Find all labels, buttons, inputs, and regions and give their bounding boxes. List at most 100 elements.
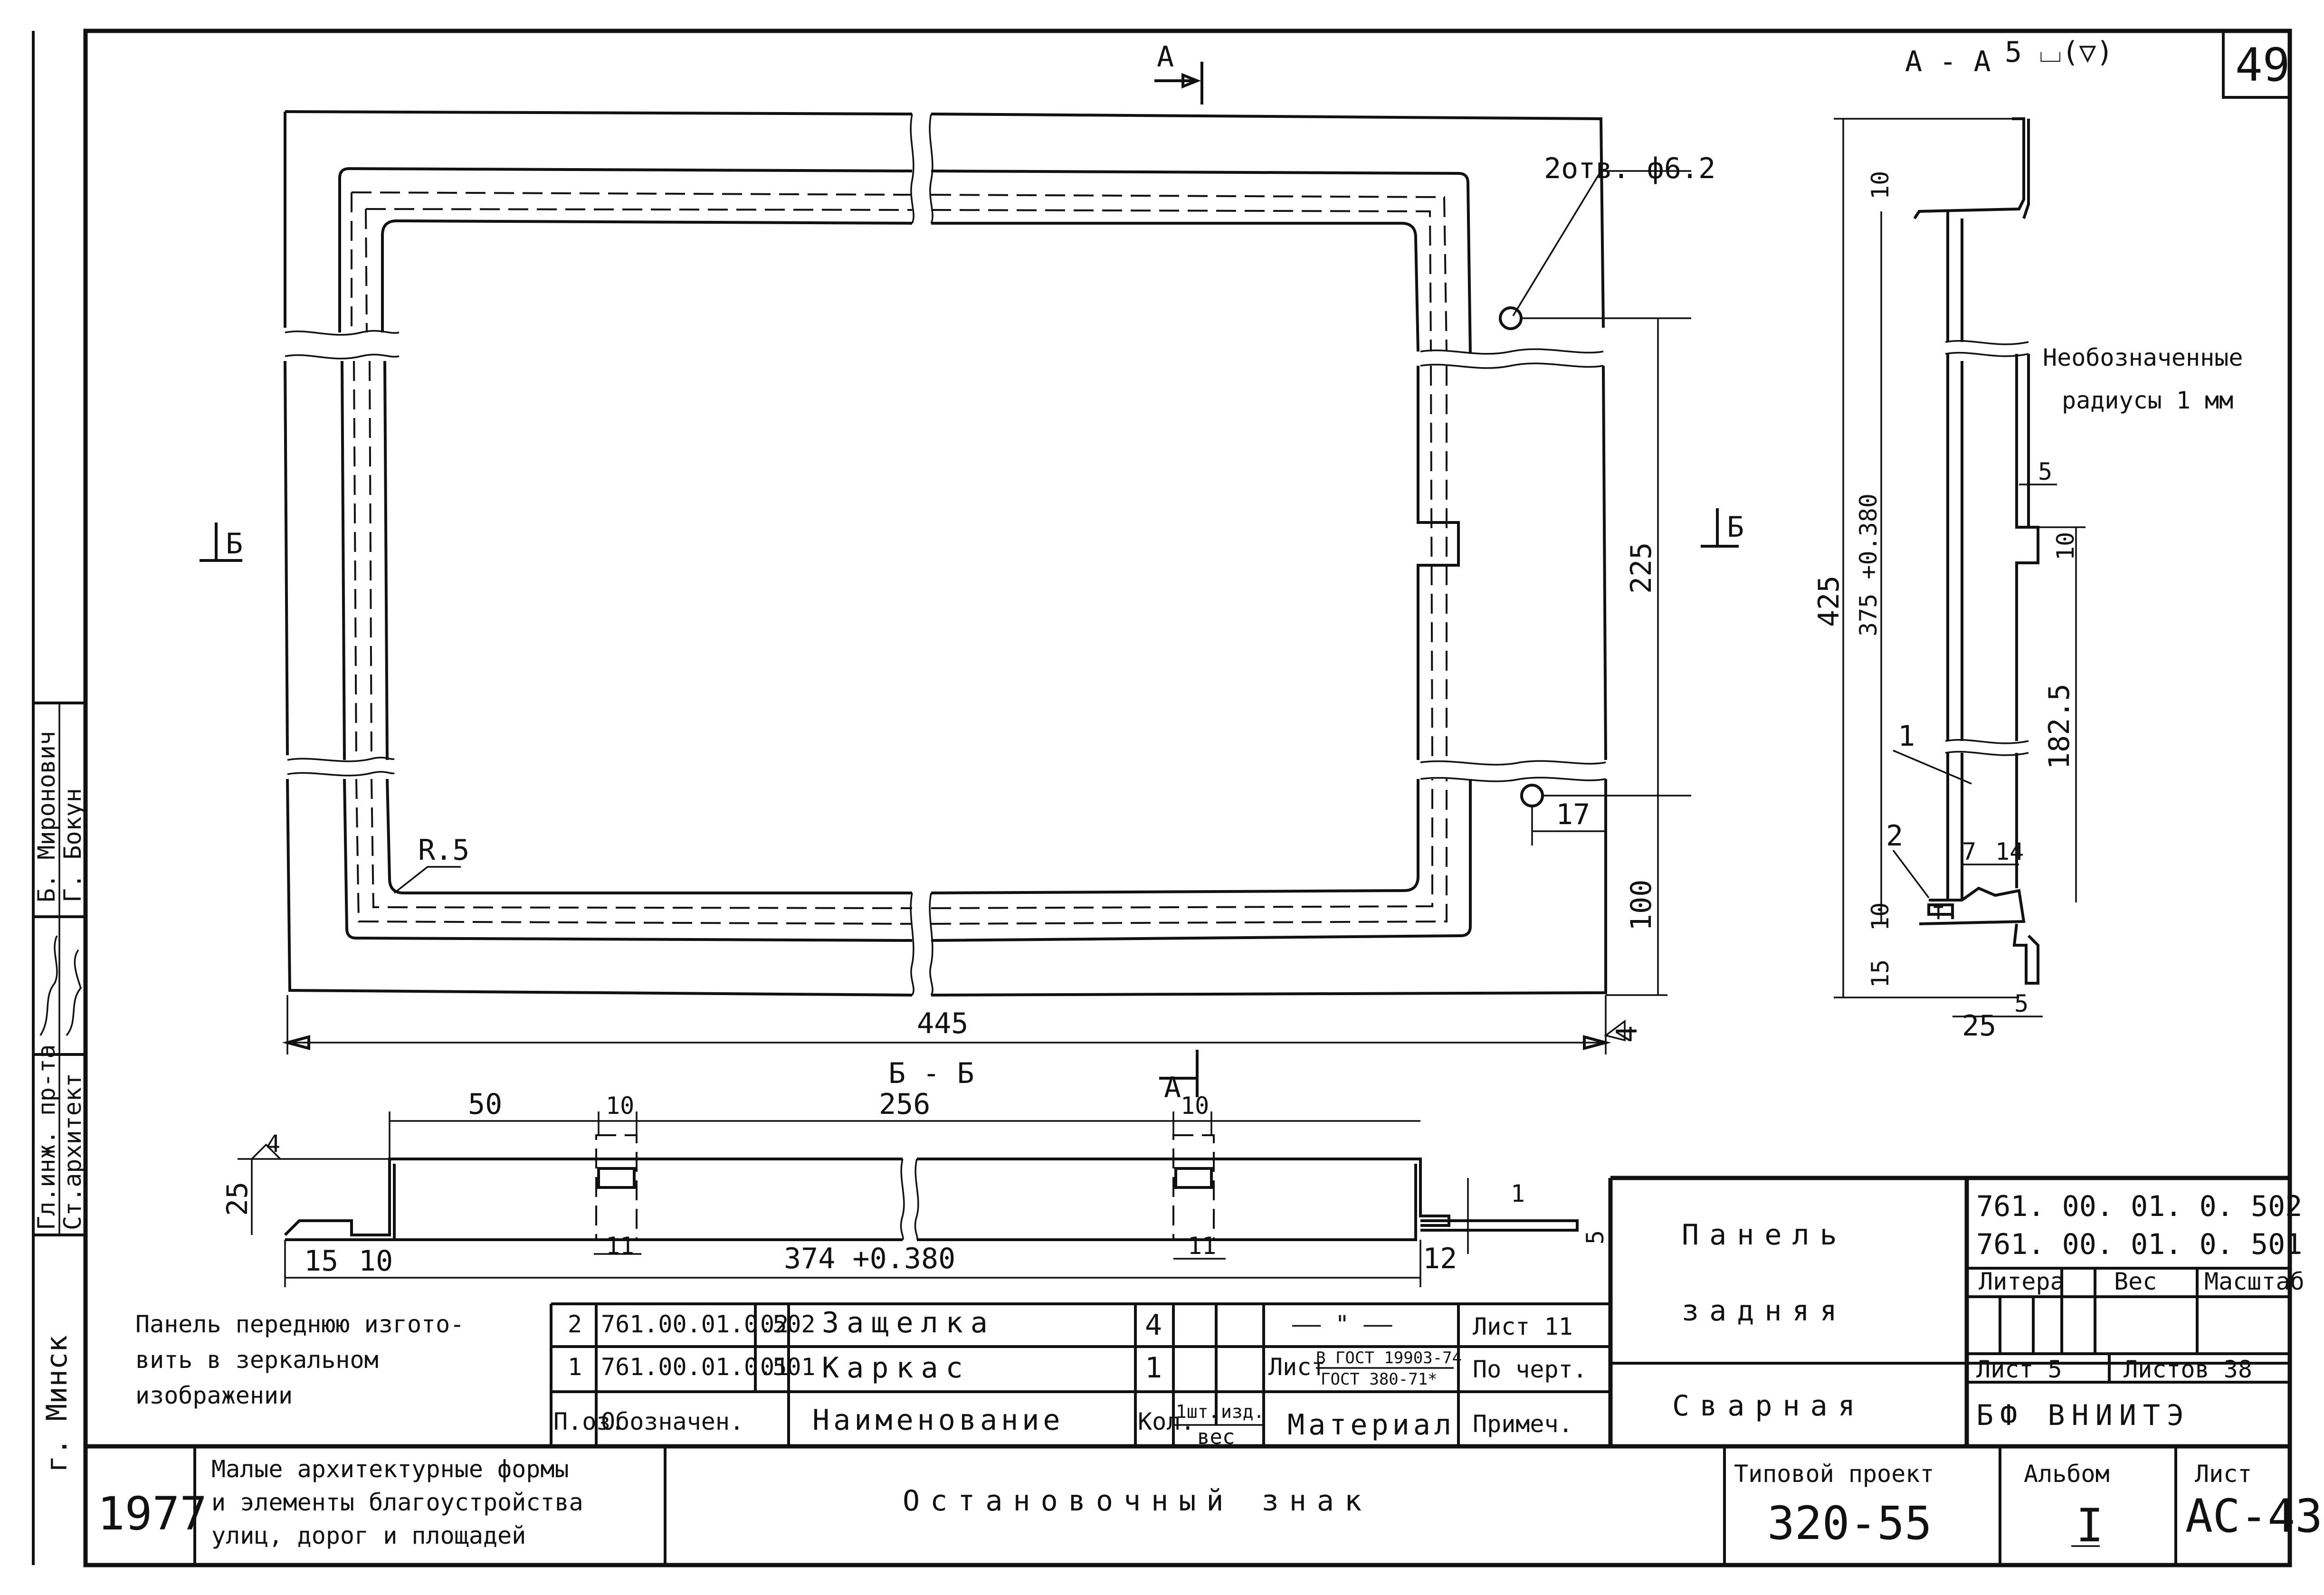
radius-note-2: радиусы 1 мм [2062,387,2233,414]
part-name-1: Панель [1682,1218,1848,1252]
row1-sub: 01 [760,1353,789,1381]
signature-2 [66,949,82,1036]
dim-25: 25 [221,1182,254,1216]
dim-mid-10: 10 [2052,532,2079,560]
litera: Литера [1979,1268,2065,1295]
project-label: Типовой проект [1734,1460,1934,1488]
row1-material-top: В ГОСТ 19903-74 [1316,1348,1462,1367]
hdr-weight: вес [1197,1425,1235,1449]
org: БФ ВНИИТЭ [1976,1399,2191,1432]
album-number: I [2076,1499,2104,1552]
arrow-a-bottom: А [1164,1071,1181,1104]
hdr-material: Материал [1287,1408,1455,1442]
part-name-3: Сварная [1672,1389,1866,1423]
signature-1 [39,935,58,1036]
sheet-index: Лист 5 [1976,1356,2062,1383]
dim-225: 225 [1625,542,1658,594]
dim-mid-5: 5 [2038,458,2052,485]
sheet-number-box [2222,29,2291,99]
dim-bottom-15: 15 [1867,959,1894,988]
part-name-2: задняя [1682,1294,1848,1328]
dim-10b: 10 [1181,1092,1209,1120]
dim-top-10: 10 [1867,171,1894,199]
edge-mark: 4 [1610,1025,1644,1043]
dim-gap-4: 4 [266,1130,280,1158]
arrow-a-top: А [1157,40,1174,74]
row2-material: —— " —— [1292,1310,1393,1338]
dim-11a: 11 [606,1232,634,1260]
sheet-label: Лист [2195,1460,2252,1488]
row2-sub: 02 [760,1310,789,1338]
stamp-name-1: Б. Миронович [33,731,60,902]
dim-1: 1 [1511,1180,1525,1207]
hdr-pos: П.оз. [553,1408,625,1435]
dim-left-15: 15 [304,1244,338,1278]
section-bb: Б - Б А 50 10 256 10 25 4 15 10 374 [221,1050,1609,1287]
stamp-role-1: Гл.инж. пр-та [33,1044,60,1230]
series-2: и элементы благоустройства [211,1489,583,1516]
hdr-unit: 1шт. [1176,1401,1219,1422]
weld-symbol: 5 ⌴(▽) [2005,36,2114,69]
dim-10a: 10 [606,1092,634,1120]
row1-note: По черт. [1473,1356,1587,1383]
pos-2: 2 [1886,819,1903,853]
side-stamp: Б. Миронович Г. Бокун Гл.инж. пр-та Ст.а… [32,31,87,1565]
code-1: 761. 00. 01. 0. 502 [1976,1190,2302,1223]
section-aa-label: А - А [1905,45,1991,78]
dim-7: 7 [1962,838,1976,865]
dim-bottom-10: 10 [1867,902,1894,931]
code-2: 761. 00. 01. 0. 501 [1976,1228,2302,1261]
pos-1: 1 [1898,720,1915,753]
dim-50: 50 [468,1088,502,1121]
weld-mark-t: т. [1931,897,1960,925]
project-number: 320-55 [1767,1497,1932,1550]
row2-pos: 2 [568,1310,582,1338]
hdr-note: Примеч. [1473,1410,1573,1438]
radius-r5: R.5 [418,834,469,867]
dim-425: 425 [1812,576,1846,627]
front-view: 2отв. ф6.2 225 100 17 R.5 445 4 А Б Б [200,40,1744,1054]
stamp-city: г. Минск [40,1335,74,1472]
sheet-number: 49 [2235,38,2290,92]
stamp-role-2: Ст.архитект [59,1073,86,1230]
series-1: Малые архитектурные формы [211,1455,569,1483]
dim-100: 100 [1625,880,1658,931]
series-3: улиц, дорог и площадей [211,1522,526,1549]
sheets-total: Листов 38 [2124,1356,2252,1383]
dim-17: 17 [1556,798,1590,831]
stamp-name-2: Г. Бокун [59,788,86,902]
row1-material-prefix: Лист [1268,1353,1325,1381]
dim-375: 375 +0.380 [1855,494,1882,636]
row2-code: 761.00.01.0.502 [601,1310,816,1338]
dim-11b: 11 [1188,1232,1216,1260]
row1-qty: 1 [1145,1351,1162,1385]
radius-note-1: Необозначенные [2043,344,2243,371]
scale-label: Масштаб [2204,1268,2305,1295]
arrow-b-left: Б [226,527,243,560]
note-line-2: вить в зеркальном [135,1346,379,1374]
hole-note: 2отв. ф6.2 [1544,152,1715,185]
section-bb-label: Б - Б [888,1057,974,1090]
row1-material-bottom: ГОСТ 380-71* [1321,1370,1438,1389]
album-label: Альбом [2024,1460,2110,1488]
row1-code: 761.00.01.0.501 [601,1353,816,1381]
note-line-3: изображении [135,1382,293,1409]
dim-256: 256 [879,1088,930,1121]
dim-left-10: 10 [359,1244,393,1278]
section-aa: А - А 5 ⌴(▽) т. 425 375 +0.380 10 5 10 1… [1812,36,2243,1043]
dim-5: 5 [1581,1230,1609,1244]
hdr-qty: Кол. [1138,1408,1195,1435]
row2-name: Защелка [822,1306,995,1339]
weight-label: Вес [2114,1268,2157,1295]
dim-foot-25: 25 [1962,1009,1996,1043]
year: 1977 [97,1487,207,1540]
row2-note: Лист 11 [1473,1313,1573,1340]
dim-374: 374 +0.380 [784,1242,955,1275]
hdr-name: Наименование [812,1404,1064,1437]
dim-182-5: 182.5 [2043,684,2076,769]
row1-name: Каркас [822,1351,971,1385]
row1-pos: 1 [568,1353,582,1381]
hdr-code: Обозначен. [601,1408,744,1435]
hdr-item: изд. [1221,1401,1265,1422]
